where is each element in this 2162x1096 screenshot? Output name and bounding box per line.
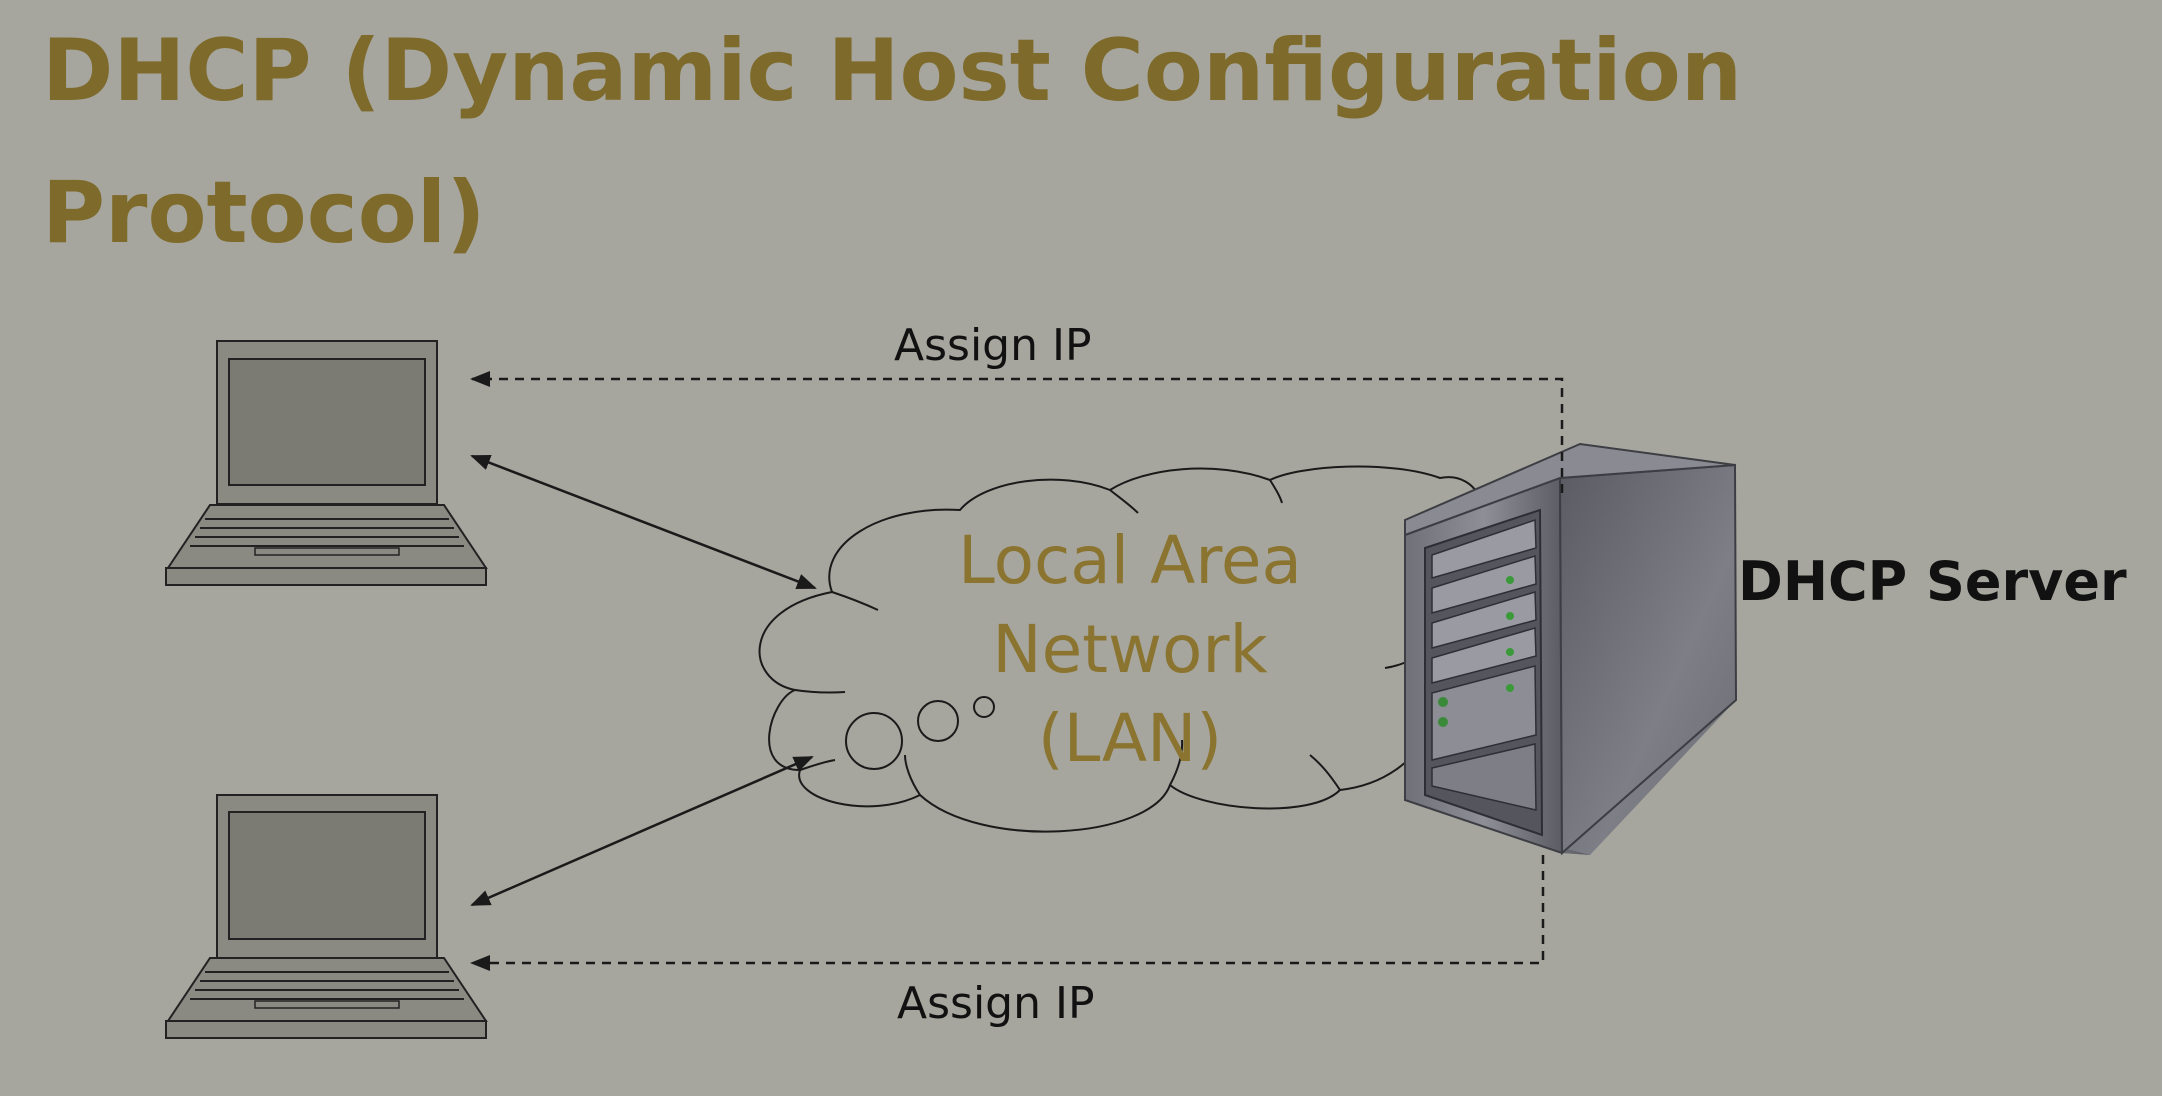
slide-title: DHCP (Dynamic Host Configuration Protoco… [42,21,1743,263]
laptop-icon [165,340,488,586]
cloud-label-line: Local Area [958,522,1302,599]
link-laptop1-lan [470,454,817,590]
cloud-label: Local Area Network (LAN) [958,522,1302,777]
server-label: DHCP Server [1738,550,2127,613]
assign-ip-label-top: Assign IP [894,320,1091,371]
laptop-icon [165,794,488,1039]
assign-ip-label-bottom: Assign IP [897,978,1094,1029]
server-icon [1404,442,1738,856]
assign-ip-path-bottom [470,855,1545,971]
link-laptop2-lan [470,755,814,907]
assign-ip-path-top [470,371,1564,493]
cloud-label-line: Network [992,611,1268,688]
cloud-label-line: (LAN) [1038,700,1222,777]
